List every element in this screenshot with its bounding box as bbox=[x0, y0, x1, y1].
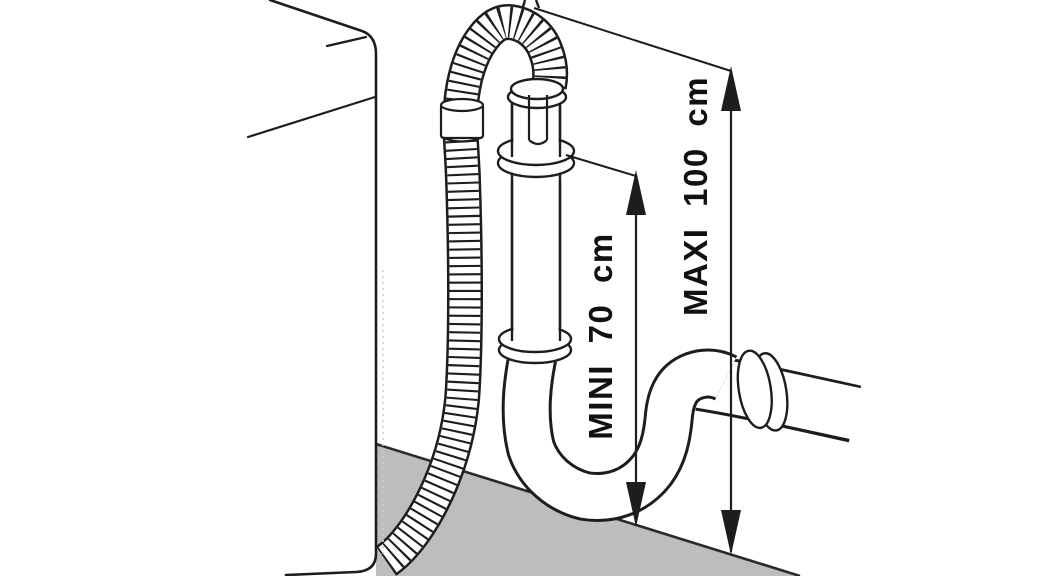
machine-edge-line bbox=[268, 0, 378, 576]
flange-front-rim bbox=[736, 349, 773, 430]
maxi-arrow-up bbox=[721, 66, 741, 111]
machine-body bbox=[0, 0, 376, 576]
mini-arrow-up bbox=[626, 170, 646, 215]
maxi-arrow-down bbox=[721, 510, 741, 555]
maxi-dimension-label: MAXI 100 cm bbox=[677, 76, 714, 316]
maxi-leader-line bbox=[533, 7, 732, 72]
standpipe-top-rim bbox=[506, 77, 568, 146]
mini-dimension-label: MINI 70 cm bbox=[582, 232, 619, 439]
standpipe-body-front bbox=[513, 180, 559, 341]
standpipe bbox=[496, 95, 576, 365]
maxi-dimension: MAXI 100 cm bbox=[533, 7, 741, 555]
sleeve-top-rim bbox=[439, 97, 485, 113]
wall-pipe-flange bbox=[736, 349, 789, 432]
mini-dimension: MINI 70 cm bbox=[565, 154, 646, 527]
hose-crest-clip bbox=[521, 0, 541, 9]
machine-top-inner-line bbox=[325, 35, 368, 48]
corrugated-drain-hose bbox=[375, 0, 569, 576]
siphon-trap-and-wall-pipe bbox=[501, 339, 868, 522]
hose-sleeve-clamp bbox=[439, 97, 485, 143]
hose-end-inside-standpipe bbox=[527, 95, 549, 146]
mini-leader-line bbox=[565, 154, 637, 177]
siphon-trap-body bbox=[504, 340, 736, 519]
mini-arrow-down bbox=[626, 482, 646, 527]
washing-machine bbox=[0, 0, 378, 576]
sleeve-bottom-rim bbox=[440, 135, 484, 143]
machine-side-inner-line bbox=[246, 95, 377, 139]
hose-body bbox=[376, 6, 566, 574]
rim-top bbox=[509, 77, 565, 101]
